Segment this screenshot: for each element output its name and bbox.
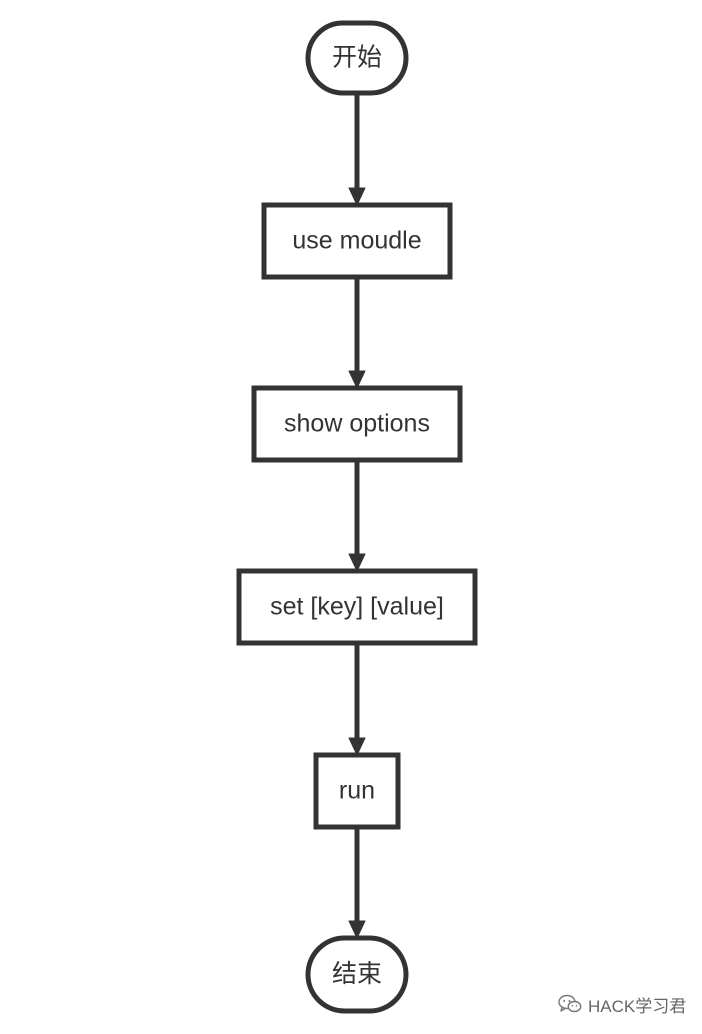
watermark-text: HACK学习君: [588, 996, 687, 1016]
edge-arrow: [348, 460, 366, 572]
edge-arrow: [348, 643, 366, 756]
edges-layer: [348, 93, 366, 939]
node-label: use moudle: [292, 227, 421, 255]
process-node-set-key-value: set [key] [value]: [236, 568, 478, 646]
process-box: [251, 385, 463, 463]
arrow-head: [348, 370, 366, 389]
edge-arrow: [348, 93, 366, 206]
arrow-head: [348, 737, 366, 756]
wechat-icon: [558, 994, 582, 1014]
arrow-head: [348, 187, 366, 206]
node-label: run: [339, 777, 375, 805]
process-box: [236, 568, 478, 646]
node-label: set [key] [value]: [270, 593, 444, 621]
process-box: [261, 202, 453, 280]
watermark: HACK学习君: [558, 990, 686, 1018]
process-node-use-module: use moudle: [261, 202, 453, 280]
arrow-head: [348, 920, 366, 939]
node-label: show options: [284, 410, 430, 438]
terminal-shape: [305, 935, 409, 1014]
arrow-head: [348, 553, 366, 572]
process-node-run: run: [313, 752, 401, 830]
node-label: 开始: [332, 44, 382, 72]
terminal-node-start: 开始: [305, 20, 409, 96]
process-box: [313, 752, 401, 830]
edge-arrow: [348, 827, 366, 939]
terminal-node-end: 结束: [305, 935, 409, 1014]
nodes-layer: 开始 use moudle show options set [key] [value…: [236, 20, 478, 1014]
process-node-show-options: show options: [251, 385, 463, 463]
terminal-shape: [305, 20, 409, 96]
node-label: 结束: [332, 960, 382, 988]
edge-arrow: [348, 277, 366, 389]
